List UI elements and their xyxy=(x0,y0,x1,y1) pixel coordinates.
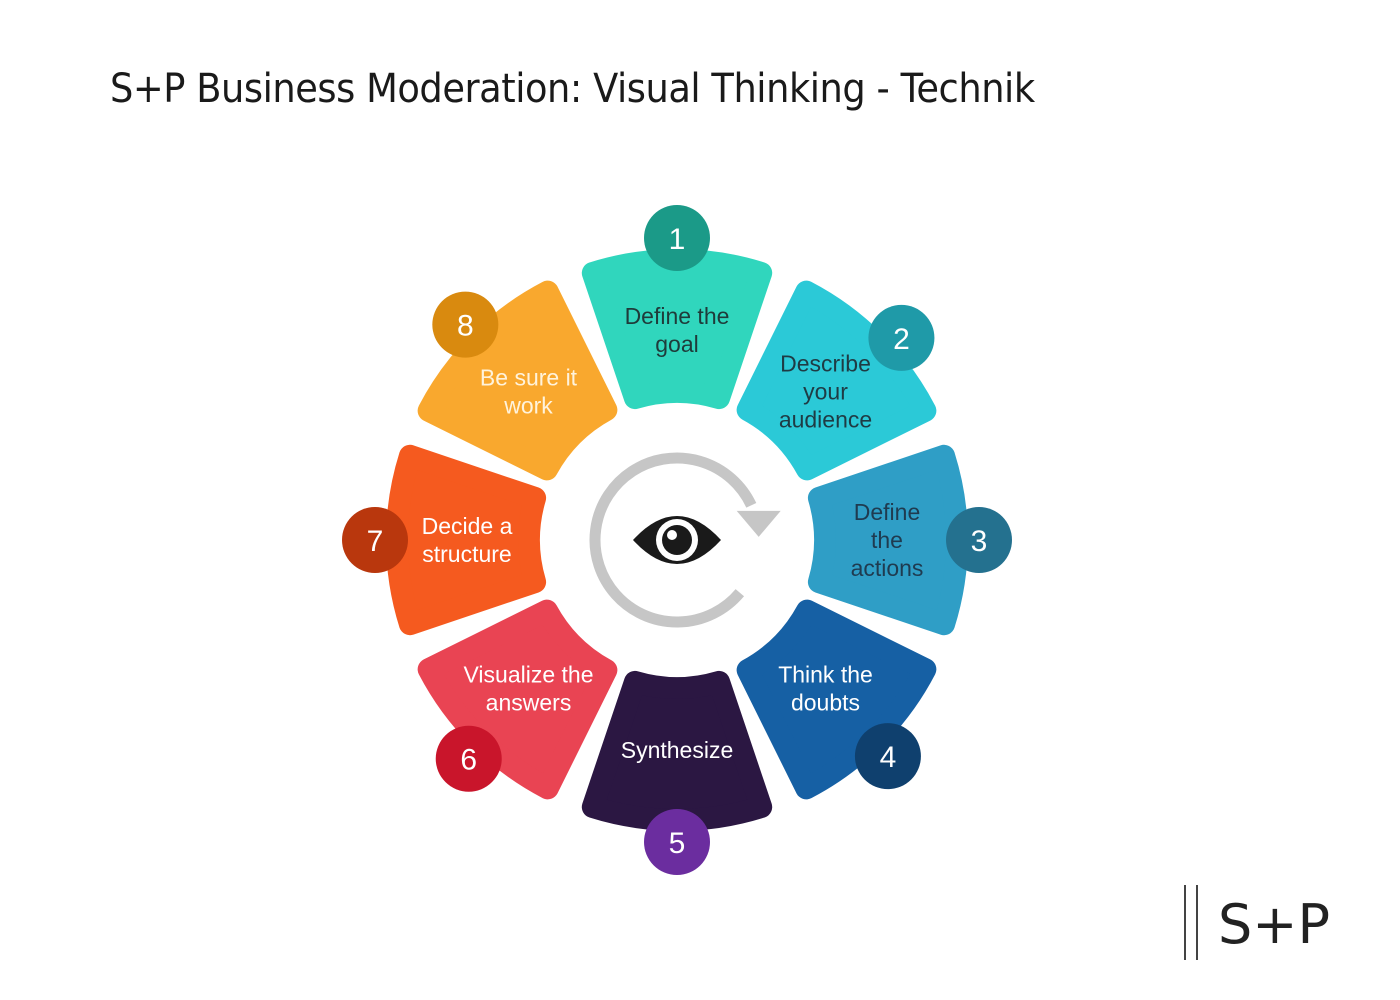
step-number: 7 xyxy=(367,525,384,558)
step-5: Synthesize 5 xyxy=(581,670,773,875)
step-number-badge xyxy=(644,809,710,875)
step-segment xyxy=(581,249,773,410)
step-number-badge xyxy=(432,291,499,358)
step-number-badge xyxy=(435,725,502,792)
step-segment xyxy=(807,444,968,636)
step-segment xyxy=(581,670,773,831)
logo-text: S+P xyxy=(1218,893,1331,956)
step-number-badge xyxy=(868,304,935,371)
step-label: audience xyxy=(779,407,872,433)
step-segment xyxy=(386,444,547,636)
step-number-badge xyxy=(854,723,921,790)
eye-icon xyxy=(633,516,721,564)
step-label: Think the xyxy=(778,661,873,687)
step-number-badge xyxy=(946,507,1012,573)
step-label: your xyxy=(803,379,848,405)
step-number: 8 xyxy=(457,310,474,343)
step-label: doubts xyxy=(791,689,860,715)
step-label: Synthesize xyxy=(621,737,734,763)
step-label: answers xyxy=(486,689,572,715)
step-number: 1 xyxy=(669,223,686,256)
step-number-badge xyxy=(342,507,408,573)
step-label: structure xyxy=(422,541,511,567)
step-label: goal xyxy=(655,331,698,357)
step-segment xyxy=(736,280,937,481)
step-label: work xyxy=(503,393,553,419)
page-title: S+P Business Moderation: Visual Thinking… xyxy=(110,66,1035,112)
step-number: 4 xyxy=(880,741,897,774)
step-segment xyxy=(417,599,618,800)
step-number: 6 xyxy=(460,744,477,777)
step-label: Be sure it xyxy=(480,365,578,391)
step-label: the xyxy=(871,527,903,553)
step-label: actions xyxy=(851,555,924,581)
logo-divider xyxy=(1196,885,1198,960)
step-label: Define the xyxy=(625,303,730,329)
step-segment xyxy=(736,599,937,800)
step-number: 3 xyxy=(971,525,988,558)
step-label: Visualize the xyxy=(464,661,594,687)
step-number-badge xyxy=(644,205,710,271)
step-number: 2 xyxy=(893,323,910,356)
step-label: Define xyxy=(854,499,920,525)
logo-divider xyxy=(1184,885,1186,960)
circular-arrow-icon xyxy=(589,452,781,628)
step-label: Decide a xyxy=(422,513,513,539)
sp-logo: S+P xyxy=(1180,885,1340,960)
step-segment xyxy=(417,280,618,481)
step-label: Describe xyxy=(780,351,871,377)
step-number: 5 xyxy=(669,827,686,860)
